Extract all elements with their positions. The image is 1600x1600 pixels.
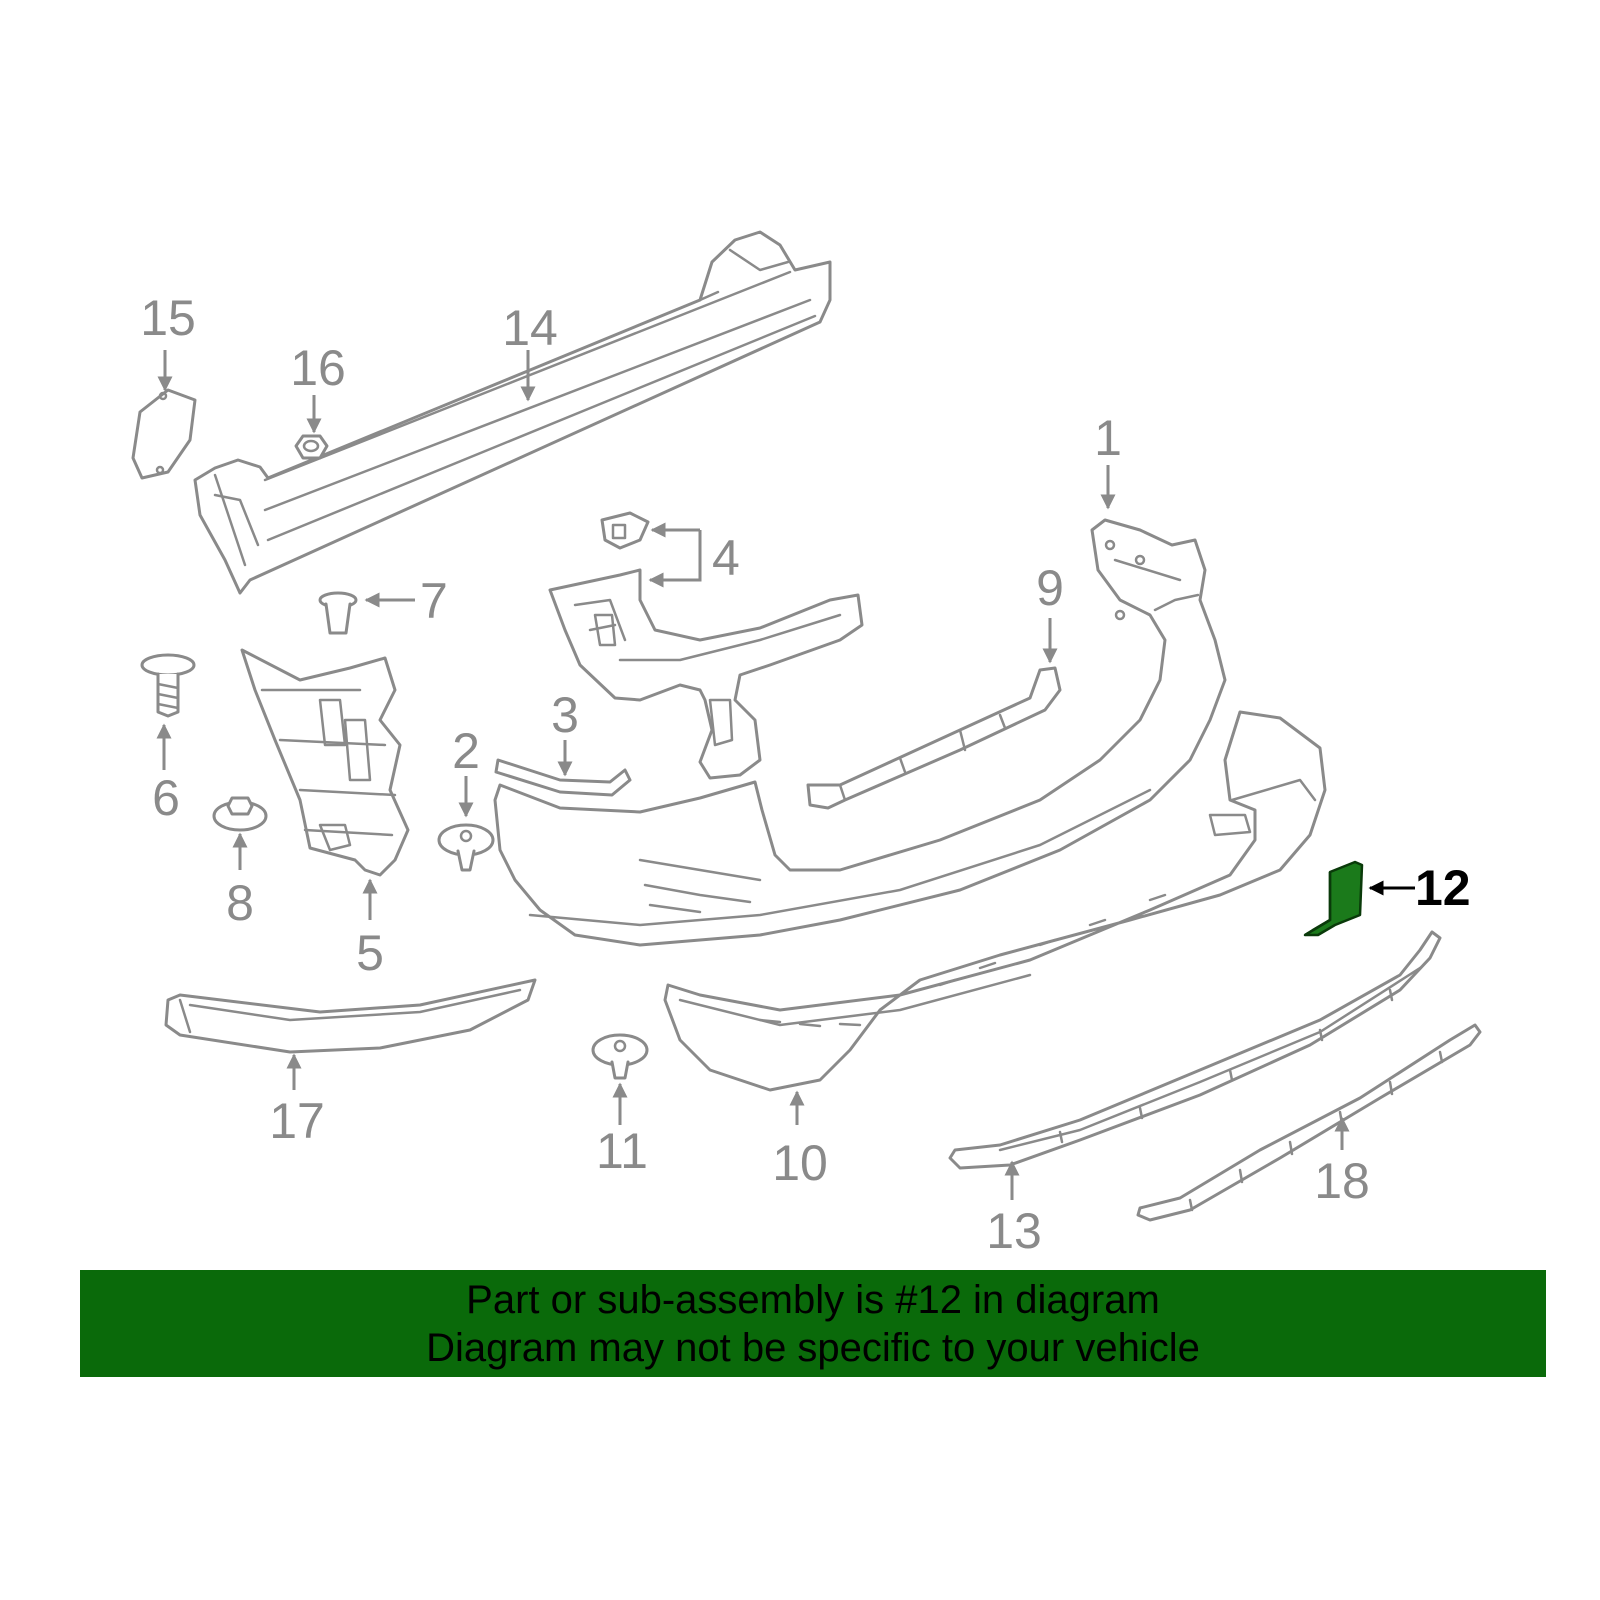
callout-8: 8	[226, 875, 254, 931]
callout-9: 9	[1036, 560, 1064, 616]
callout-12-highlighted: 12	[1415, 860, 1471, 916]
part-7-push-clip	[318, 591, 358, 635]
notice-banner: Part or sub-assembly is #12 in diagram D…	[80, 1270, 1546, 1377]
part-4-center-bracket	[548, 511, 864, 780]
part-13-skid-plate	[948, 930, 1442, 1170]
callout-14: 14	[502, 300, 558, 356]
part-9-bracket	[806, 666, 1062, 810]
part-8-nut	[212, 796, 268, 832]
notice-line-part-number: Part or sub-assembly is #12 in diagram	[466, 1277, 1160, 1322]
part-5-side-bracket	[240, 648, 410, 877]
leader-lines	[156, 350, 1415, 1200]
part-12-highlighted-part	[1303, 860, 1364, 937]
part-16-nut	[294, 434, 329, 460]
part-10-lower-bumper-cover	[663, 710, 1327, 1092]
callout-1: 1	[1094, 410, 1122, 466]
part-17-reflector-strip	[164, 978, 537, 1054]
callout-2: 2	[452, 723, 480, 779]
callout-7: 7	[420, 573, 448, 629]
callout-10: 10	[772, 1135, 828, 1191]
callout-labels: 1 2 3 4 5 6 7 8 9 10 11 12 13 14 15 16 1…	[140, 290, 1470, 1259]
part-2-push-retainer	[437, 823, 495, 872]
callout-15: 15	[140, 290, 196, 346]
part-11-push-retainer	[591, 1033, 649, 1080]
notice-line-disclaimer: Diagram may not be specific to your vehi…	[426, 1325, 1200, 1370]
callout-13: 13	[986, 1203, 1042, 1259]
callout-18: 18	[1314, 1153, 1370, 1209]
part-3-trim-strip	[494, 758, 632, 797]
callout-17: 17	[269, 1093, 325, 1149]
callout-6: 6	[152, 770, 180, 826]
callout-5: 5	[356, 925, 384, 981]
callout-4: 4	[712, 530, 740, 586]
part-6-bolt	[140, 653, 196, 718]
part-14-reinforcement-bar	[193, 230, 832, 595]
callout-16: 16	[290, 340, 346, 396]
part-15-cover-plate	[131, 388, 197, 480]
callout-3: 3	[551, 687, 579, 743]
part-1-upper-bumper-cover	[493, 518, 1227, 947]
part-18-lower-trim	[1136, 1023, 1482, 1222]
callout-11: 11	[596, 1123, 648, 1179]
